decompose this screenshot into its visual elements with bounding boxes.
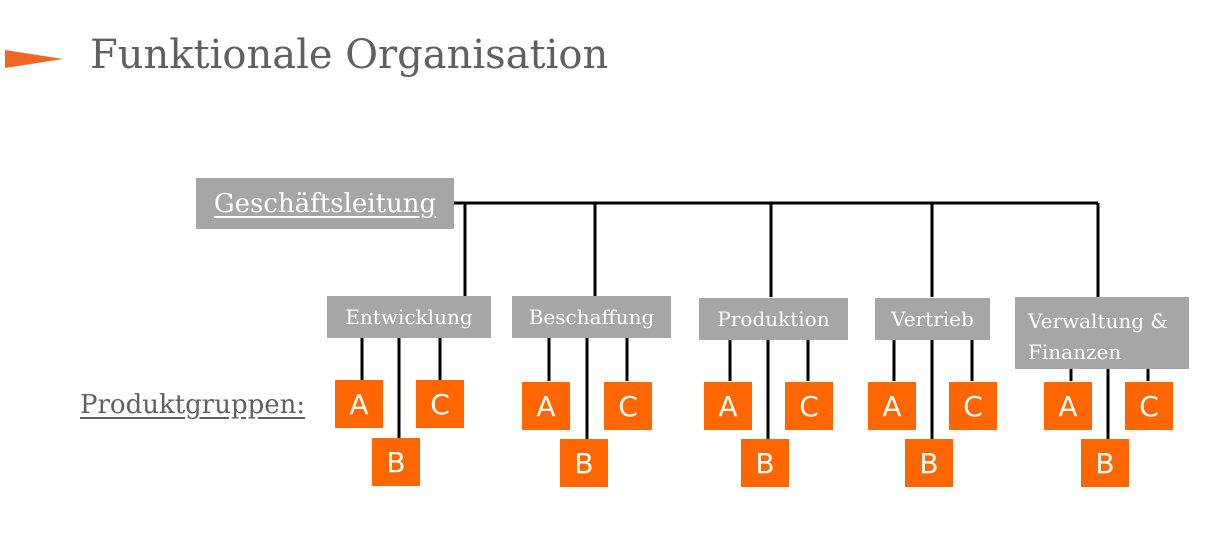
dept-entwicklung: Entwicklung <box>327 296 491 338</box>
product-box-a: A <box>522 382 570 430</box>
page-title: Funktionale Organisation <box>90 32 609 78</box>
product-box-c: C <box>604 382 652 430</box>
dept-produktion: Produktion <box>699 298 848 340</box>
dept-vertrieb: Vertrieb <box>875 298 990 340</box>
product-box-c: C <box>949 382 997 430</box>
product-box-a: A <box>1044 382 1092 430</box>
product-box-b: B <box>1081 439 1129 487</box>
geschaeftsleitung-box: Geschäftsleitung <box>196 178 454 229</box>
dept-verwaltung-finanzen: Verwaltung & Finanzen <box>1015 297 1189 369</box>
product-box-a: A <box>335 380 383 428</box>
produktgruppen-label: Produktgruppen: <box>80 390 306 420</box>
product-box-c: C <box>1125 382 1173 430</box>
product-box-b: B <box>741 439 789 487</box>
dept-beschaffung: Beschaffung <box>512 296 671 338</box>
product-box-b: B <box>372 438 420 486</box>
product-box-a: A <box>704 382 752 430</box>
product-box-b: B <box>905 439 953 487</box>
product-box-c: C <box>416 380 464 428</box>
arrow-icon <box>5 50 63 68</box>
product-box-b: B <box>560 439 608 487</box>
product-box-a: A <box>868 382 916 430</box>
product-box-c: C <box>785 382 833 430</box>
